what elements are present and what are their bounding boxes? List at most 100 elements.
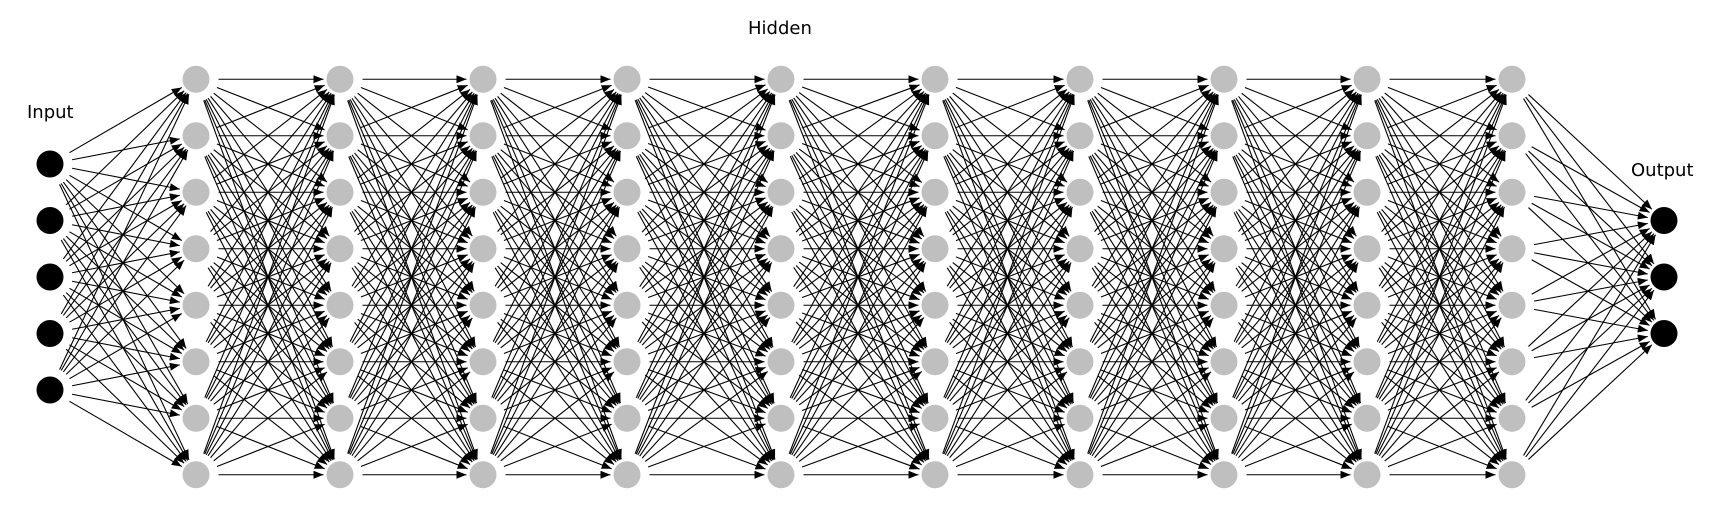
edge-l1-n1-to-l2-n0 [216,84,325,129]
edge-l4-n2-to-l5-n6 [639,210,773,405]
edge-l1-n7-to-l2-n1 [204,150,335,455]
edge-l7-n4-to-l8-n6 [1097,318,1212,409]
edge-l0-n3-to-l1-n2 [65,203,185,319]
edge-l6-n3-to-l7-n1 [952,145,1068,236]
edge-l8-n0-to-l9-n1 [1244,87,1352,131]
edge-l7-n4-to-l8-n2 [1097,202,1212,292]
edge-l9-n3-to-l10-n7 [1378,267,1504,462]
edge-l9-n4-to-l10-n1 [1381,147,1502,289]
edge-l8-n4-to-l9-n2 [1241,202,1355,292]
edge-l10-n4-to-l11-n0 [1531,228,1650,295]
edge-l9-n2-to-l10-n3 [1387,199,1497,244]
edge-l7-n2-to-l8-n5 [1094,209,1214,350]
edge-l9-n0-to-l10-n4 [1378,97,1504,292]
edge-l9-n0-to-l10-n3 [1381,95,1502,237]
edge-l2-n3-to-l3-n6 [354,265,473,406]
hidden-node-l10-n7 [1498,461,1526,489]
input-layer-label: Input [27,102,74,123]
edge-l3-n3-to-l4-n1 [500,145,615,236]
edge-l8-n5-to-l9-n7 [1241,375,1355,465]
edge-l0-n3-to-l1-n4 [71,306,180,330]
edge-l9-n1-to-l10-n5 [1378,154,1504,349]
hidden-node-l9-n7 [1353,461,1381,489]
hidden-node-l1-n5 [182,348,210,376]
edge-l0-n0-to-l1-n7 [59,184,190,461]
edge-l7-n0-to-l8-n4 [1091,97,1216,292]
input-node-l0-n4 [36,376,64,404]
edge-l6-n2-to-l7-n1 [955,141,1065,185]
edge-l6-n7-to-l7-n3 [946,262,1072,457]
hidden-node-l5-n5 [767,348,795,376]
edge-l2-n4-to-l3-n7 [354,322,473,463]
edge-l0-n2-to-l1-n0 [62,92,187,260]
edge-l4-n7-to-l5-n3 [639,262,773,457]
edge-l7-n2-to-l8-n0 [1097,89,1212,179]
edge-l5-n1-to-l6-n2 [801,142,920,188]
hidden-node-l10-n0 [1498,65,1526,93]
edge-l7-n3-to-l8-n4 [1100,256,1209,300]
edge-l3-n5-to-l4-n0 [492,93,621,342]
hidden-node-l1-n0 [182,65,210,93]
edge-l5-n4-to-l6-n0 [793,92,927,287]
edge-l10-n1-to-l11-n1 [1528,150,1653,267]
output-node-l11-n0 [1650,207,1678,234]
edge-l5-n0-to-l6-n4 [793,97,927,292]
edge-l3-n0-to-l4-n1 [503,86,612,131]
edge-l6-n5-to-l7-n2 [949,204,1070,346]
edge-l1-n2-to-l2-n3 [216,199,325,244]
edge-l5-n5-to-l6-n2 [795,204,925,346]
edge-l2-n1-to-l3-n4 [354,152,473,293]
edge-l5-n2-to-l6-n7 [791,211,928,461]
edge-l6-n5-to-l7-n6 [955,369,1065,413]
edge-l5-n2-to-l6-n5 [795,208,925,350]
edge-l3-n4-to-l4-n2 [500,202,615,292]
edge-l3-n1-to-l4-n3 [500,149,615,239]
edge-l8-n2-to-l9-n5 [1238,209,1357,350]
edge-l6-n2-to-l7-n0 [952,88,1068,179]
edge-l5-n6-to-l6-n5 [801,366,920,412]
edge-l3-n4-to-l4-n3 [503,254,612,298]
edge-l9-n2-to-l10-n6 [1378,210,1504,405]
hidden-node-l6-n3 [921,235,949,263]
hidden-node-l4-n7 [613,461,641,489]
hidden-node-l7-n6 [1066,404,1094,432]
edge-l8-n5-to-l9-n4 [1244,310,1352,354]
edge-l2-n4-to-l3-n0 [351,92,475,287]
hidden-node-l6-n0 [921,65,949,93]
edge-l1-n3-to-l2-n5 [213,262,328,352]
edge-l10-n5-to-l11-n0 [1528,231,1653,347]
edge-l4-n1-to-l5-n6 [637,155,774,405]
hidden-node-l8-n1 [1210,122,1238,150]
edge-l6-n1-to-l7-n4 [949,152,1070,294]
edge-l7-n0-to-l8-n3 [1094,96,1214,237]
edge-l3-n4-to-l4-n7 [497,322,617,463]
edge-l1-n0-to-l2-n1 [216,86,325,131]
edge-l2-n7-to-l3-n6 [360,423,468,467]
edge-l10-n1-to-l11-n2 [1525,153,1655,321]
edge-l8-n2-to-l9-n1 [1244,141,1352,185]
hidden-node-l2-n3 [326,235,354,263]
edge-l9-n2-to-l10-n1 [1387,141,1497,185]
edge-l3-n6-to-l4-n7 [503,425,612,470]
edge-l4-n0-to-l5-n5 [637,98,774,348]
edge-l1-n7-to-l2-n6 [216,423,325,468]
hidden-node-l1-n3 [182,235,210,263]
hidden-node-l8-n2 [1210,178,1238,206]
edge-l8-n4-to-l9-n7 [1238,322,1357,463]
hidden-node-l5-n0 [767,65,795,93]
edge-l2-n5-to-l3-n7 [357,375,471,465]
hidden-node-l2-n6 [326,404,354,432]
edge-l0-n0-to-l1-n3 [69,174,183,241]
edge-l2-n6-to-l3-n0 [348,94,478,398]
edge-l3-n2-to-l4-n3 [503,199,612,244]
hidden-node-l9-n4 [1353,291,1381,319]
hidden-layer-label: Hidden [748,18,812,39]
edge-l3-n4-to-l4-n5 [503,312,612,357]
edge-l1-n2-to-l2-n5 [210,209,330,350]
edge-l8-n1-to-l9-n2 [1244,143,1352,187]
edge-l3-n6-to-l4-n5 [503,367,612,411]
edge-l10-n3-to-l11-n0 [1534,221,1648,246]
edge-l4-n2-to-l5-n0 [644,88,769,180]
edge-l4-n6-to-l5-n3 [641,260,771,402]
hidden-node-l8-n0 [1210,65,1238,93]
